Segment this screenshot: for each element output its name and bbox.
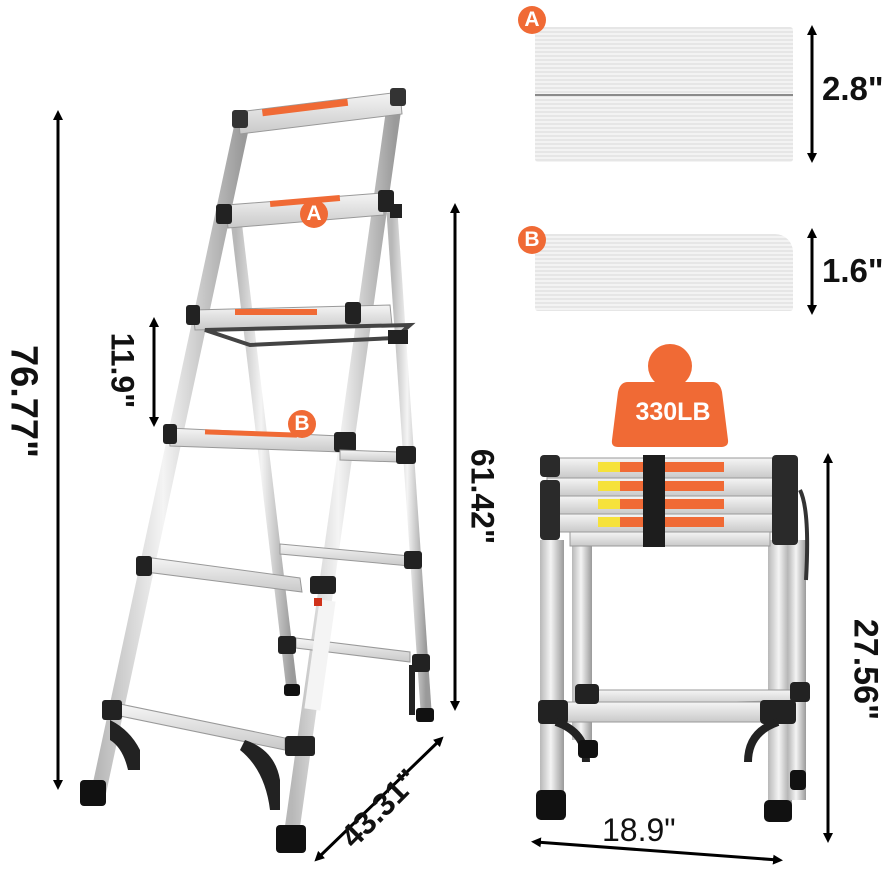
step-a-depth-label: 2.8" (822, 70, 884, 107)
folded-width-label: 18.9" (602, 812, 676, 848)
folded-ladder (536, 455, 810, 822)
step-spacing-label: 11.9" (104, 332, 141, 409)
step-b-depth-label: 1.6" (822, 252, 884, 289)
ladder-marker-b: B (288, 410, 316, 438)
step-b-panel (535, 234, 793, 311)
callout-badge-a: A (518, 6, 546, 34)
callout-badge-b: B (518, 226, 546, 254)
ladder-marker-a: A (300, 200, 328, 228)
standing-height-label: 61.42" (464, 448, 501, 545)
load-capacity-label: 330LB (635, 398, 711, 426)
step-a-panel (535, 27, 793, 162)
extended-ladder (80, 88, 434, 853)
folded-width-arrow (531, 837, 783, 865)
weight-icon (611, 344, 729, 447)
total-height-label: 76.77" (2, 344, 45, 459)
base-depth-arrow (314, 736, 444, 862)
folded-height-label: 27.56" (846, 618, 885, 721)
